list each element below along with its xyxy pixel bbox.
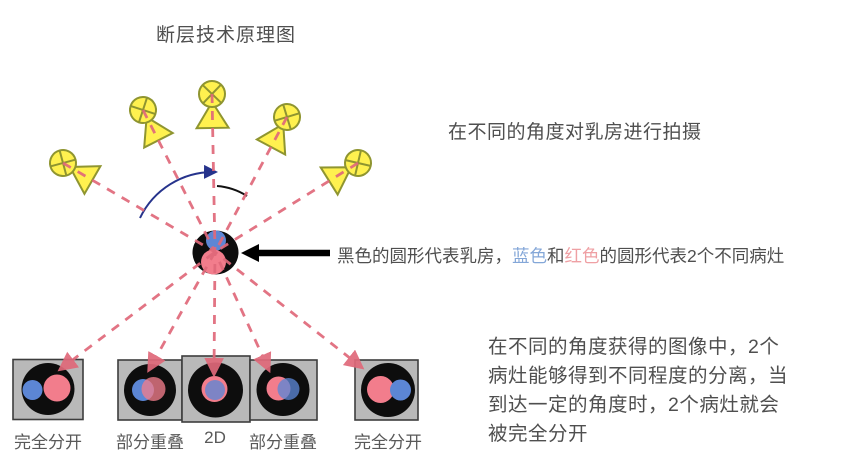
xray-source-icon — [42, 141, 102, 195]
annotation-and-word: 和 — [547, 246, 565, 266]
annotation-part2: 的圆形代表2个不同病灶 — [599, 246, 785, 266]
projection-square-4 — [249, 359, 318, 421]
page-title: 断层技术原理图 — [156, 25, 297, 46]
sweep-angle-arc-black — [216, 185, 248, 197]
projection-label-2d: 2D — [204, 428, 226, 447]
projection-rays — [57, 93, 365, 378]
projection-label-4: 部分重叠 — [249, 433, 317, 452]
sweep-angle-arc-blue — [139, 164, 218, 219]
annotation-blue-word: 蓝色 — [512, 246, 547, 266]
annotation-text: 黑色的圆形代表乳房，蓝色和红色的圆形代表2个不同病灶 — [337, 243, 784, 268]
caption-shooting: 在不同的角度对乳房进行拍摄 — [448, 122, 702, 143]
explanation-paragraph: 在不同的角度获得的图像中，2个 病灶能够得到不同程度的分离，当 到达一定的角度时… — [488, 333, 788, 449]
projection-square-2d — [181, 355, 251, 423]
projection-label-1: 完全分开 — [14, 433, 82, 452]
projection-label-2: 部分重叠 — [116, 433, 184, 452]
annotation-part1: 黑色的圆形代表乳房， — [337, 246, 512, 266]
xray-source-icon — [255, 97, 309, 156]
annotation-red-word: 红色 — [564, 246, 600, 266]
projection-square-5 — [354, 359, 419, 421]
projection-square-2 — [117, 359, 183, 421]
explanation-line: 被完全分开 — [488, 423, 589, 445]
explanation-line: 病灶能够得到不同程度的分离，当 — [488, 365, 789, 387]
projection-label-5: 完全分开 — [354, 433, 422, 452]
explanation-line: 到达一定的角度时，2个病灶就会 — [488, 394, 780, 416]
lesion-blue-dot — [206, 230, 226, 251]
explanation-line: 在不同的角度获得的图像中，2个 — [488, 336, 780, 358]
xray-source-icon — [319, 141, 379, 196]
projection-square-1 — [12, 358, 84, 421]
annotation-arrow-icon — [241, 244, 330, 262]
xray-source-icon — [121, 90, 174, 149]
xray-source-icon — [194, 79, 230, 130]
